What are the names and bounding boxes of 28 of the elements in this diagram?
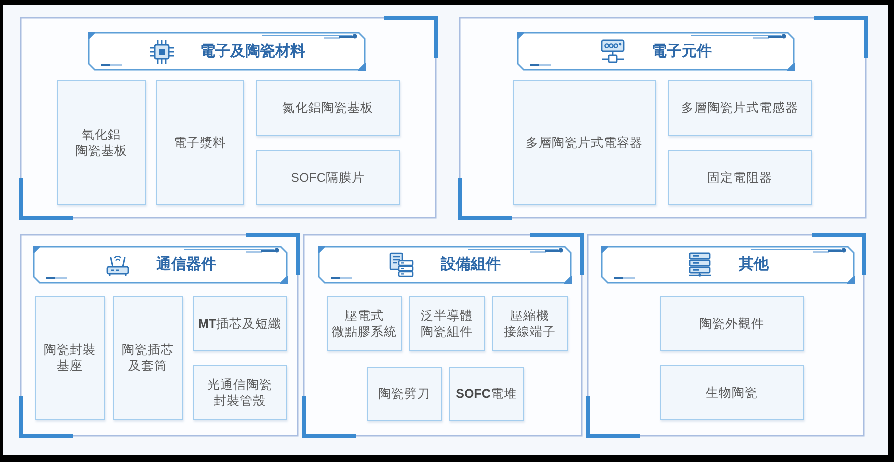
item-box: 生物陶瓷	[660, 365, 804, 420]
category-panel	[458, 16, 868, 220]
category-panel	[302, 233, 584, 438]
item-box: 電子漿料	[156, 80, 244, 205]
item-box: SOFC電堆	[449, 367, 524, 421]
panel-title: 其他	[739, 256, 769, 274]
item-box: 陶瓷外觀件	[660, 296, 804, 351]
item-box: 氧化鋁陶瓷基板	[57, 80, 146, 205]
category-panel	[19, 16, 438, 220]
item-box: 陶瓷劈刀	[367, 367, 442, 421]
panel-title: 通信器件	[156, 256, 216, 274]
item-box: 陶瓷封裝基座	[35, 296, 105, 420]
item-box: 光通信陶瓷封裝管殼	[193, 365, 287, 420]
category-panel	[19, 233, 300, 438]
item-box: 氮化鋁陶瓷基板	[256, 80, 400, 136]
item-box: 壓縮機接線端子	[492, 296, 568, 351]
panel-title: 設備組件	[441, 256, 501, 274]
category-panel	[586, 233, 866, 438]
item-box: MT插芯及短纖	[193, 296, 287, 351]
item-box: 固定電阻器	[668, 150, 812, 205]
item-box: 多層陶瓷片式電容器	[513, 80, 656, 205]
item-box: SOFC隔膜片	[256, 150, 400, 205]
panel-title: 電子元件	[652, 42, 712, 60]
item-box: 多層陶瓷片式電感器	[668, 80, 812, 136]
item-box: 壓電式微點膠系統	[327, 296, 402, 351]
panel-title: 電子及陶瓷材料	[200, 42, 306, 60]
item-box: 陶瓷插芯及套筒	[113, 296, 183, 420]
item-box: 泛半導體陶瓷組件	[409, 296, 485, 351]
